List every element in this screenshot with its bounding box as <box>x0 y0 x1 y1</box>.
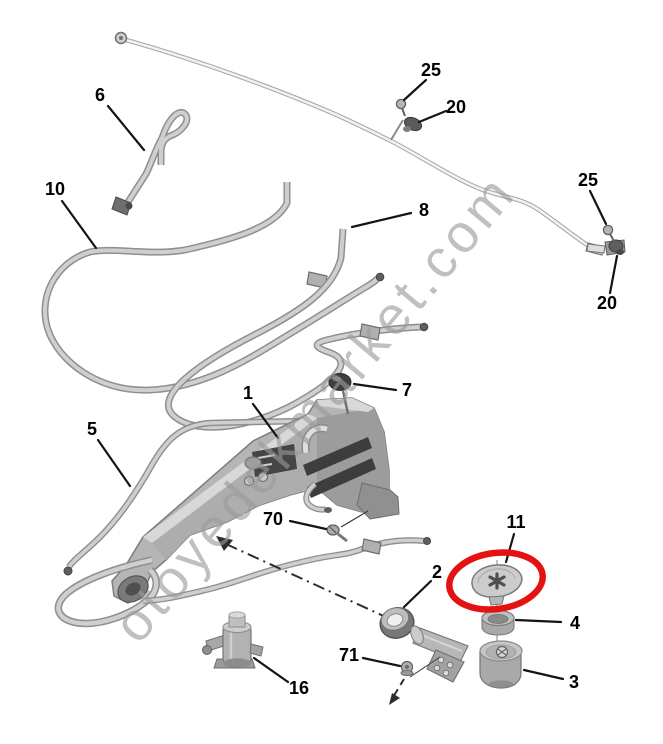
leader-4 <box>514 618 563 624</box>
part-label-70: 70 <box>262 509 284 529</box>
elbow-fitting <box>111 196 132 216</box>
washer-nozzle-top <box>390 98 423 141</box>
hose-sleeve <box>586 243 606 254</box>
part-label-7: 7 <box>401 380 413 400</box>
mounting-bracket <box>426 649 465 683</box>
hose-8 <box>165 228 429 431</box>
hose-end-nipple <box>63 566 73 576</box>
pump-assembly-3 <box>409 560 523 689</box>
part-label-4: 4 <box>569 613 581 633</box>
tank-sticker <box>303 437 372 476</box>
part-label-8: 8 <box>418 200 430 220</box>
leader-lines <box>60 78 619 684</box>
part-label-16: 16 <box>288 678 310 698</box>
part-label-25-right: 25 <box>577 170 599 190</box>
filler-cap-7 <box>328 373 352 415</box>
hose-6 <box>111 109 191 216</box>
screw-71 <box>389 660 414 705</box>
washer-nozzle-right <box>586 224 626 256</box>
tank-foot <box>356 482 400 520</box>
part-label-25-top: 25 <box>420 60 442 80</box>
highlight-ellipse <box>446 549 546 613</box>
part-label-10: 10 <box>44 179 66 199</box>
leader-25b <box>588 189 608 226</box>
part-label-11: 11 <box>506 512 526 532</box>
leader-20a <box>417 109 448 124</box>
pump-body <box>479 651 522 689</box>
leader-7 <box>352 382 398 392</box>
leader-5 <box>96 438 132 488</box>
part-label-1: 1 <box>242 383 254 403</box>
nozzle-screw <box>602 224 614 236</box>
leader-71 <box>361 656 402 668</box>
leader-6 <box>106 104 146 152</box>
tank-sticker <box>307 458 376 498</box>
washer-pump-16 <box>202 611 264 669</box>
grommet-2 <box>379 607 415 639</box>
hose-sleeve <box>361 538 382 555</box>
hose-end-nipple <box>375 272 385 282</box>
part-label-2: 2 <box>431 562 443 582</box>
cap-11 <box>471 564 523 606</box>
hose-10 <box>41 182 385 394</box>
leader-3 <box>522 668 565 681</box>
nozzle-screw <box>395 98 407 110</box>
leader-11 <box>504 532 516 564</box>
hose-end-nipple <box>423 537 431 545</box>
pump-outlet-hose <box>142 537 425 605</box>
part-label-71: 71 <box>338 645 360 665</box>
jet-supply-hose <box>114 31 605 256</box>
leader-20b <box>608 254 619 295</box>
leader-8 <box>350 211 413 229</box>
screw-70 <box>326 510 369 543</box>
leader-10 <box>60 199 98 250</box>
part-label-20-top: 20 <box>445 97 467 117</box>
hose-end-nipple <box>419 322 429 332</box>
part-label-6: 6 <box>94 85 106 105</box>
leader-2 <box>402 579 433 609</box>
leader-70 <box>288 519 328 531</box>
part-label-20-right: 20 <box>596 293 618 313</box>
hose-sleeve <box>359 323 381 341</box>
leader-25a <box>402 78 428 102</box>
tank-sticker <box>252 444 297 477</box>
part-label-3: 3 <box>568 672 580 692</box>
leader-16 <box>252 656 290 684</box>
washer-reservoir <box>54 397 431 628</box>
part-label-5: 5 <box>86 419 98 439</box>
filter-4 <box>481 609 515 636</box>
leader-1 <box>251 402 280 440</box>
